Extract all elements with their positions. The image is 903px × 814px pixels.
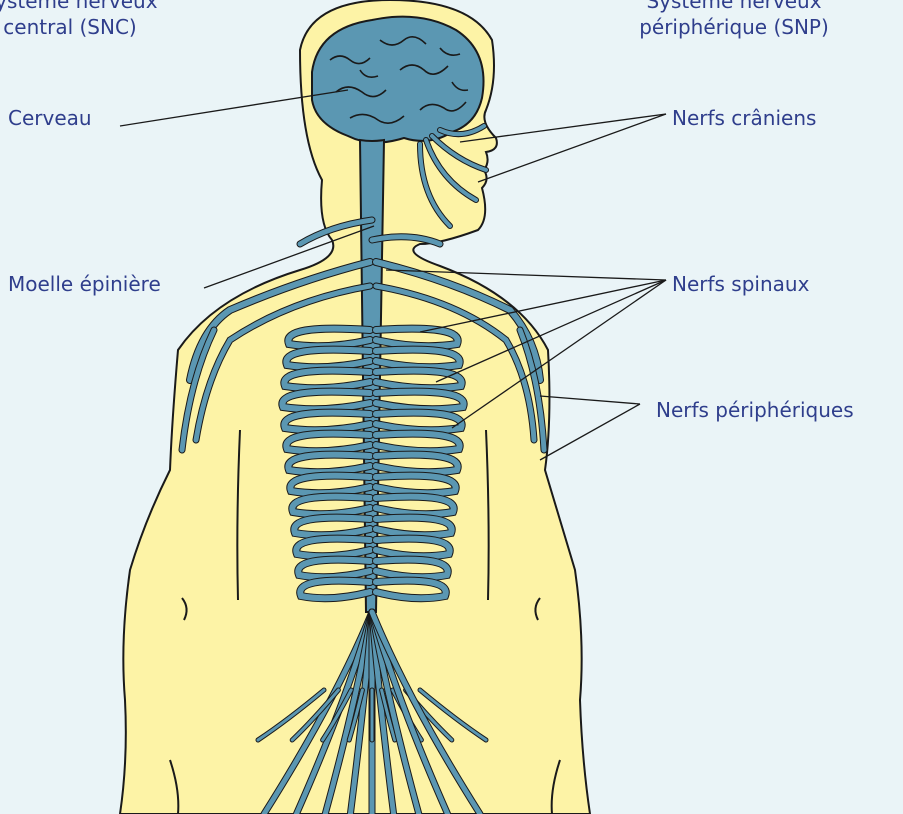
snp-header-line1: Système nerveux bbox=[599, 0, 869, 14]
label-moelle-epiniere: Moelle épinière bbox=[8, 272, 161, 296]
snc-header-line2: central (SNC) bbox=[0, 14, 200, 40]
label-nerfs-spinaux: Nerfs spinaux bbox=[672, 272, 809, 296]
label-cerveau: Cerveau bbox=[8, 106, 92, 130]
snc-header: Système nerveux central (SNC) bbox=[0, 0, 200, 40]
snp-header-line2: périphérique (SNP) bbox=[599, 14, 869, 40]
snp-header: Système nerveux périphérique (SNP) bbox=[599, 0, 869, 40]
label-nerfs-peripheriques: Nerfs périphériques bbox=[656, 398, 854, 422]
brain bbox=[312, 17, 484, 143]
snc-header-line1: Système nerveux bbox=[0, 0, 200, 14]
label-nerfs-craniens: Nerfs crâniens bbox=[672, 106, 816, 130]
